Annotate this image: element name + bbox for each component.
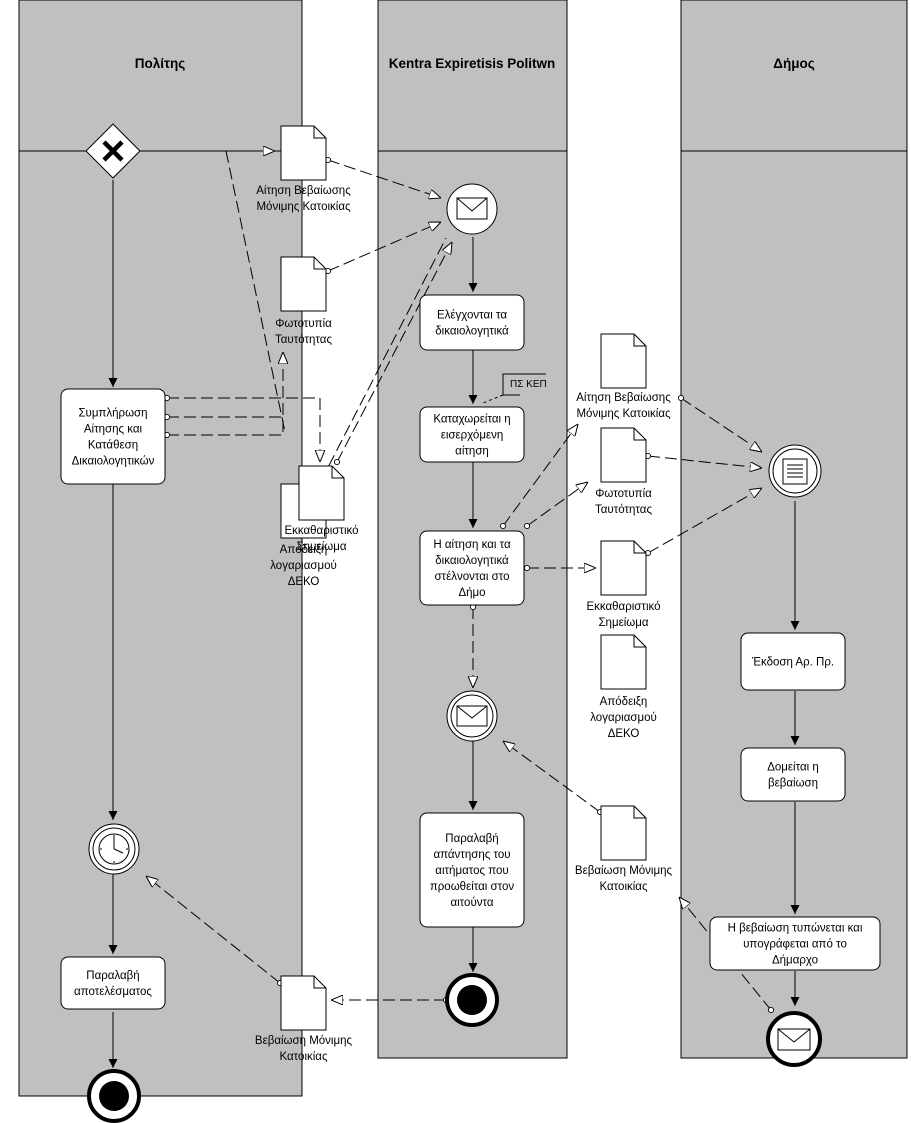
list-icon — [782, 458, 808, 485]
fill-application-task-line: Αίτησης και — [84, 424, 143, 436]
annotation-text: ΠΣ ΚΕΠ — [510, 379, 547, 390]
lane-citizen: Πολίτης — [18, 0, 303, 1097]
print-sign-task-line: Η βεβαίωση τυπώνεται και — [728, 923, 863, 935]
x-icon — [102, 140, 124, 162]
envelope-icon — [456, 197, 488, 220]
send-to-municipality-task-line: δικαιολογητικά — [435, 555, 509, 567]
send-to-municipality-task-line: στέλνονται στο — [434, 571, 509, 583]
build-certificate-task: Δομείται η βεβαίωση — [740, 747, 846, 802]
check-documents-task-line: δικαιολογητικά — [435, 326, 509, 338]
lane-title-kep: Kentra Expiretisis Politwn — [389, 56, 556, 71]
exclusive-gateway — [85, 123, 141, 179]
send-to-municipality-task: Η αίτηση και τα δικαιολογητικά στέλνονται … — [419, 530, 525, 606]
citizen-end-event — [87, 1069, 141, 1123]
doc-clearance-kep-label: Εκκαθαριστικό — [586, 601, 660, 613]
doc-certificate-kep-label: Βεβαίωση Μόνιμης — [575, 865, 673, 877]
fill-application-task-line: Συμπλήρωση — [78, 408, 147, 420]
doc-receipt-kep-label: ΔΕΚΟ — [608, 728, 640, 740]
doc-id-copy-kep-label: Φωτοτυπία — [595, 488, 652, 500]
clock-icon — [98, 833, 130, 865]
doc-receipt-kep-label: Απόδειξη — [600, 696, 648, 708]
receive-result-task-line: Παραλαβή — [86, 970, 139, 982]
fill-application-task-line: Κατάθεση — [88, 440, 138, 452]
build-certificate-task-line: βεβαίωση — [768, 778, 818, 790]
issue-protocol-task-line: Έκδοση Αρ. Πρ. — [751, 657, 834, 669]
doc-clearance-citizen-label: Εκκαθαριστικό — [284, 525, 358, 537]
send-to-municipality-task-line: Η αίτηση και τα — [433, 539, 511, 551]
receive-reply-task-line: αιτούντα — [450, 897, 493, 909]
message-end-event — [766, 1011, 822, 1067]
send-to-municipality-task-line: Δήμο — [458, 587, 485, 599]
envelope-icon — [456, 705, 488, 727]
receive-reply-task-line: αιτήματος που — [435, 865, 508, 877]
doc-clearance-kep-label: Σημείωμα — [598, 617, 648, 629]
print-sign-task-line: Δήμαρχο — [772, 955, 818, 967]
doc-certificate-kep-label: Κατοικίας — [599, 881, 647, 893]
build-certificate-task-line: Δομείται η — [767, 762, 819, 774]
doc-clearance-citizen-label: Σημείωμα — [296, 541, 346, 553]
envelope-icon — [777, 1028, 811, 1051]
doc-id-copy-kep-label: Ταυτότητας — [595, 504, 652, 516]
doc-application-citizen-label: Μόνιμης Κατοικίας — [256, 201, 351, 213]
receive-reply-task-line: Παραλαβή — [445, 833, 498, 845]
print-sign-task-line: υπογράφεται από το — [743, 939, 847, 951]
lane-title-citizen: Πολίτης — [135, 56, 186, 71]
doc-receipt-citizen-label: λογαριασμού — [270, 560, 337, 572]
message-intermediate-event — [446, 690, 498, 742]
check-documents-task: Ελέγχονται τα δικαιολογητικά — [419, 294, 525, 351]
doc-application-citizen-label: Αίτηση Βεβαίωσης — [256, 185, 351, 197]
doc-application-kep-label: Αίτηση Βεβαίωσης — [576, 392, 671, 404]
receive-result-task-line: αποτελέσματος — [74, 986, 152, 998]
print-sign-task: Η βεβαίωση τυπώνεται και υπογράφεται από … — [709, 916, 881, 971]
check-documents-task-line: Ελέγχονται τα — [437, 310, 507, 322]
message-flows — [140, 151, 771, 1010]
system-annotation: ΠΣ ΚΕΠ — [482, 373, 547, 404]
fill-application-task-line: Δικαιολογητικών — [72, 456, 155, 468]
sequence-flows — [108, 180, 800, 1068]
receive-result-task: Παραλαβή αποτελέσματος — [60, 956, 166, 1010]
lane-municipality: Δήμος — [680, 0, 908, 1059]
kep-end-event — [445, 973, 499, 1027]
doc-application-kep-label: Μόνιμης Κατοικίας — [576, 408, 671, 420]
register-request-task-line: αίτηση — [455, 446, 489, 458]
register-request-task-line: εισερχόμενη — [441, 430, 503, 442]
doc-receipt-citizen-label: ΔΕΚΟ — [288, 576, 320, 588]
receive-reply-task-line: απάντησης του — [433, 849, 510, 861]
doc-certificate-citizen-label: Βεβαίωση Μόνιμης — [255, 1035, 353, 1047]
register-request-task-line: Καταχωρείται η — [433, 414, 510, 426]
conditional-start-event — [768, 444, 822, 498]
doc-id-copy-citizen-label: Ταυτότητας — [275, 334, 332, 346]
doc-receipt-citizen-label: Απόδειξη — [280, 544, 328, 556]
receive-reply-task: Παραλαβή απάντησης του αιτήματος που προωθε… — [419, 812, 525, 928]
lane-title-municipality: Δήμος — [773, 56, 814, 71]
doc-certificate-citizen-label: Κατοικίας — [279, 1051, 327, 1063]
receive-reply-task-line: προωθείται στον — [430, 881, 515, 893]
issue-protocol-task: Έκδοση Αρ. Πρ. — [740, 632, 846, 691]
doc-receipt-kep-label: λογαριασμού — [590, 712, 657, 724]
message-start-event — [446, 183, 498, 235]
doc-id-copy-citizen-label: Φωτοτυπία — [275, 318, 332, 330]
timer-intermediate-event — [88, 823, 140, 875]
register-request-task: Καταχωρείται η εισερχόμενη αίτηση — [419, 406, 525, 463]
